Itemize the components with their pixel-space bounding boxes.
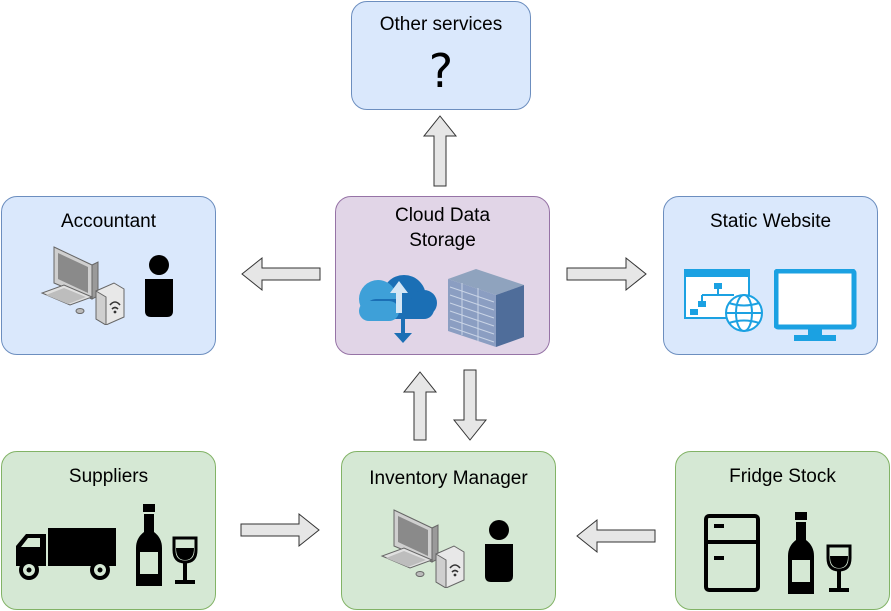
arrow-fridge-to-inventory — [576, 518, 656, 554]
cloud-upload-icon — [359, 275, 437, 343]
static-website-node[interactable]: Static Website — [663, 196, 878, 355]
monitor-icon — [774, 269, 857, 341]
delivery-truck-icon — [16, 528, 116, 580]
wine-glass-icon — [172, 536, 198, 584]
arrow-storage-to-accountant — [241, 256, 321, 292]
cloud-data-storage-node[interactable]: Cloud Data Storage — [335, 196, 550, 355]
suppliers-node[interactable]: Suppliers — [1, 451, 216, 610]
wine-bottle-icon — [136, 504, 162, 586]
arrow-inventory-to-storage — [402, 371, 438, 441]
arrow-suppliers-to-inventory — [240, 512, 320, 548]
inventory-manager-node[interactable]: Inventory Manager — [341, 451, 556, 610]
arrow-storage-to-inventory — [452, 369, 488, 441]
server-rack-icon — [448, 269, 524, 347]
person-icon — [145, 255, 173, 317]
suppliers-title: Suppliers — [68, 466, 149, 487]
accountant-node[interactable]: Accountant — [1, 196, 216, 355]
person-icon — [485, 520, 513, 582]
fridge-stock-node[interactable]: Fridge Stock — [675, 451, 890, 610]
workstation-icon — [40, 246, 125, 325]
cloud-storage-title-line2: Storage — [409, 230, 476, 251]
static-website-title: Static Website — [709, 211, 832, 232]
workstation-icon — [380, 509, 465, 588]
question-mark-icon: ? — [428, 44, 454, 98]
arrow-storage-to-static-website — [566, 256, 647, 292]
sitemap-globe-icon — [684, 269, 763, 332]
fridge-stock-title: Fridge Stock — [729, 466, 836, 487]
inventory-manager-title: Inventory Manager — [369, 468, 528, 489]
arrow-storage-to-other-services — [422, 115, 458, 187]
fridge-icon — [704, 514, 760, 592]
other-services-title: Other services — [379, 14, 503, 35]
wine-glass-icon — [826, 544, 852, 592]
other-services-node[interactable]: Other services ? — [351, 1, 531, 110]
accountant-title: Accountant — [60, 211, 157, 232]
wine-bottle-icon — [788, 512, 814, 594]
cloud-storage-title-line1: Cloud Data — [394, 205, 491, 226]
